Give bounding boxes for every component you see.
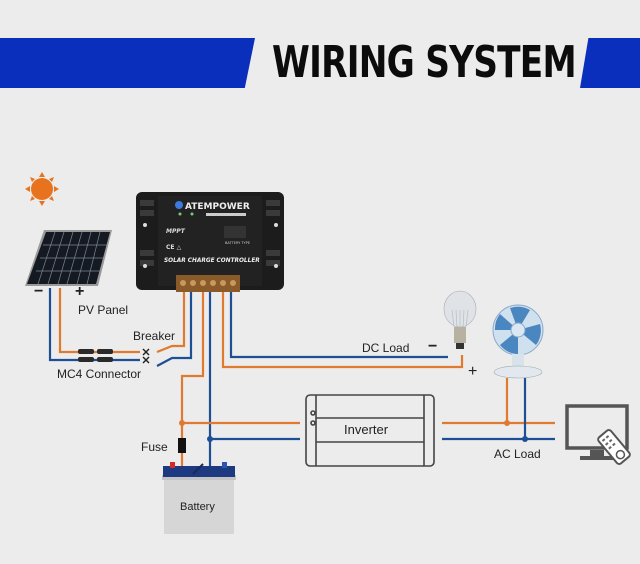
solar-panel-icon (25, 230, 112, 286)
dc-minus-sign: − (428, 338, 438, 355)
light-bulb-icon (443, 290, 477, 349)
junction-dot (179, 420, 185, 426)
junction-dot (207, 436, 213, 442)
banner-stripe-left (0, 38, 255, 88)
pv-minus-sign: − (34, 283, 44, 300)
battery-icon (162, 462, 236, 534)
pv-negative-wire (48, 288, 140, 362)
pv-plus-sign: + (75, 283, 85, 300)
tv-icon (565, 404, 629, 460)
fuse-icon (178, 438, 186, 453)
dc-load-positive-wire (221, 290, 464, 369)
mc4-connector-label: MC4 Connector (57, 367, 142, 381)
mc4-connector-icon (78, 349, 113, 362)
inverter-icon (305, 394, 435, 467)
dc-load-negative-wire (229, 290, 448, 359)
sun-icon (25, 172, 59, 206)
pv-panel-label: PV Panel (78, 303, 129, 317)
charge-controller-icon: ATEMPOWER MPPT CE △ BATTERY TYPE SOLAR C… (136, 192, 284, 292)
controller-label: SOLAR CHARGE CONTROLLER (164, 258, 260, 264)
battery-label: Battery (180, 501, 215, 513)
breaker-label: Breaker (133, 329, 176, 343)
ac-load-label: AC Load (494, 447, 541, 461)
inverter-label: Inverter (344, 422, 389, 437)
fan-icon (492, 304, 544, 379)
junction-dot (504, 420, 510, 426)
dc-load-label: DC Load (362, 341, 410, 355)
pv-positive-wire (58, 288, 140, 354)
junction-dot (522, 436, 528, 442)
dc-plus-sign: + (468, 363, 478, 380)
remote-control-icon (597, 429, 631, 465)
svg-text:CE △: CE △ (166, 244, 182, 251)
breaker-icon (142, 348, 150, 364)
battery-type-label: BATTERY TYPE (225, 241, 250, 245)
banner-stripe-right (580, 38, 640, 88)
controller-mode: MPPT (166, 228, 186, 235)
fuse-label: Fuse (141, 440, 168, 454)
breaker-positive-wire (156, 290, 186, 354)
breaker-negative-wire (156, 290, 193, 367)
controller-brand: ATEMPOWER (185, 202, 250, 212)
